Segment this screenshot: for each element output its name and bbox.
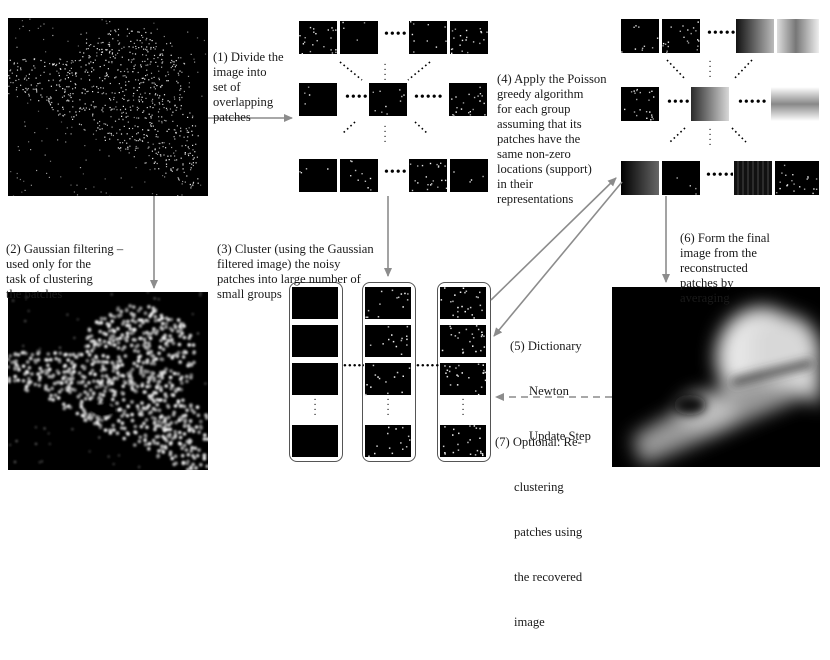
patch-noise: [365, 363, 413, 397]
group-patch-tile: [291, 424, 339, 458]
striped-patch: [733, 160, 773, 196]
patch-noise: [409, 159, 449, 194]
ellipsis-dots: •••••: [738, 95, 768, 111]
gradient-patch: [770, 86, 820, 122]
patch-tile: [774, 160, 820, 196]
gradient-patch: [776, 18, 820, 54]
patch-noise: [340, 159, 380, 194]
step7-label: (7) Optional: Re- clustering patches usi…: [495, 405, 582, 660]
vertical-dots: ····: [382, 63, 388, 83]
vertical-dots: ····: [707, 128, 713, 148]
patch-tile: [408, 20, 448, 55]
patch-noise: [440, 325, 488, 359]
patch-tile: [298, 20, 338, 55]
patch-noise: [775, 161, 821, 197]
group-patch-tile: [364, 362, 412, 396]
patch-noise: [662, 19, 702, 55]
ellipsis-dots: •••••: [706, 168, 736, 184]
patch-tile: [298, 158, 338, 193]
patch-noise: [440, 287, 488, 321]
patch-noise: [369, 83, 409, 118]
gradient-patch: [690, 86, 730, 122]
patch-noise: [340, 21, 380, 56]
vertical-dots: ····: [385, 398, 391, 418]
patch-noise: [440, 425, 488, 459]
patch-noise: [449, 83, 489, 118]
vertical-dots: ····: [312, 398, 318, 418]
patch-tile: [408, 158, 448, 193]
patch-noise: [621, 87, 661, 123]
patch-noise: [409, 21, 449, 56]
ellipsis-dots: •••••: [414, 90, 444, 106]
noisy-input-image: [8, 18, 208, 196]
patch-tile: [661, 160, 701, 196]
patch-tile: [448, 82, 488, 117]
group-patch-tile: [439, 424, 487, 458]
patch-tile: [339, 20, 379, 55]
noisy-input-graphic: [8, 18, 208, 196]
diagram-canvas: ••••• ···· ••••• ••••• ···· ••••• ••••• …: [0, 0, 830, 495]
patch-tile: [620, 86, 660, 122]
ellipsis-dots: •••••: [707, 26, 737, 42]
patch-noise: [621, 19, 661, 55]
patch-noise: [365, 425, 413, 459]
patch-tile: [661, 18, 701, 54]
patch-noise: [292, 425, 340, 459]
patch-noise: [450, 159, 490, 194]
group-patch-tile: [439, 362, 487, 396]
patch-tile: [339, 158, 379, 193]
group-patch-tile: [439, 286, 487, 320]
patch-noise: [440, 363, 488, 397]
patch-tile: [449, 158, 489, 193]
vertical-dots: ····: [382, 125, 388, 145]
patch-tile: [368, 82, 408, 117]
group-patch-tile: [439, 324, 487, 358]
group-patch-tile: [291, 362, 339, 396]
step2-label: (2) Gaussian filtering –used only for th…: [6, 212, 123, 332]
group-patch-tile: [364, 424, 412, 458]
patch-tile: [298, 82, 338, 117]
patch-noise: [299, 83, 339, 118]
patch-noise: [299, 21, 339, 56]
gradient-patch: [735, 18, 775, 54]
ellipsis-dots: •••••: [416, 360, 440, 372]
vertical-dots: ····: [707, 60, 713, 80]
vertical-dots: ····: [460, 398, 466, 418]
patch-tile: [620, 18, 660, 54]
gradient-patch: [620, 160, 660, 196]
patch-noise: [450, 21, 490, 56]
patch-noise: [662, 161, 702, 197]
patch-tile: [449, 20, 489, 55]
patch-noise: [299, 159, 339, 194]
patch-noise: [292, 363, 340, 397]
